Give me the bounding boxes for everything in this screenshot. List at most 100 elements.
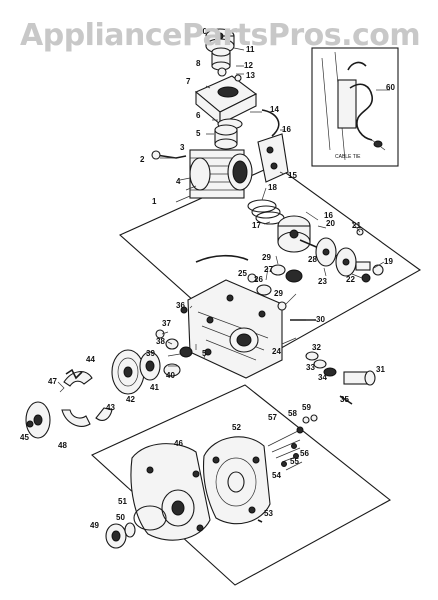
hardware-leaders xyxy=(267,429,303,471)
callout-51: 51 xyxy=(118,497,127,506)
callout-57: 57 xyxy=(268,413,277,422)
fuel-line-part xyxy=(195,254,249,263)
callout-1: 1 xyxy=(152,197,157,206)
callout-52: 52 xyxy=(232,423,241,432)
callout-54: 54 xyxy=(272,471,281,480)
callout-5b: 5 xyxy=(202,349,207,358)
seal-part-26 xyxy=(256,284,272,296)
callout-39: 39 xyxy=(146,349,155,358)
callout-7: 7 xyxy=(186,77,191,86)
callout-4: 4 xyxy=(176,177,181,186)
callout-10: 10 xyxy=(198,27,207,36)
callout-43: 43 xyxy=(106,403,115,412)
callout-38: 38 xyxy=(156,337,165,346)
bearing-part-34 xyxy=(323,367,337,377)
nut-part-55 xyxy=(291,443,297,449)
screw-part-5 xyxy=(204,348,212,356)
spark-plug-tip-icon xyxy=(151,150,161,160)
callout-59: 59 xyxy=(302,403,311,412)
callout-40: 40 xyxy=(166,371,175,380)
crankcase-part xyxy=(187,279,283,379)
callout-50: 50 xyxy=(116,513,125,522)
callout-30: 30 xyxy=(316,315,325,324)
callout-47: 47 xyxy=(48,377,57,386)
callout-26: 26 xyxy=(254,275,263,284)
callout-58: 58 xyxy=(288,409,297,418)
callout-2: 2 xyxy=(140,155,145,164)
cylinder-part xyxy=(189,149,253,199)
inset-caption: CABLE TIE xyxy=(335,154,361,160)
callout-31: 31 xyxy=(376,365,385,374)
washer-part-50 xyxy=(124,522,136,538)
screw-part-57 xyxy=(296,426,304,434)
callout-28: 28 xyxy=(308,255,317,264)
lower-assembly-plane xyxy=(91,384,391,586)
manifold-part xyxy=(214,124,238,150)
bearing-part-19 xyxy=(372,264,384,276)
clutch-plate-part xyxy=(25,401,51,439)
callout-21: 21 xyxy=(352,221,361,230)
callout-25: 25 xyxy=(238,269,247,278)
inset-box xyxy=(311,47,399,167)
bearing-part-39 xyxy=(179,346,193,358)
callout-22: 22 xyxy=(346,275,355,284)
spacer-part xyxy=(211,47,231,71)
screw-part-53 xyxy=(257,519,263,523)
drive-shaft-part xyxy=(339,370,376,405)
gear-part-40 xyxy=(163,363,181,377)
screw-part-59 xyxy=(310,414,318,422)
callout-53: 53 xyxy=(264,509,273,518)
clutch-shoes-part xyxy=(61,371,113,427)
callout-44: 44 xyxy=(86,355,95,364)
callout-14: 14 xyxy=(270,105,279,114)
washer-part-33 xyxy=(313,359,327,369)
callout-19: 19 xyxy=(384,257,393,266)
spring-part-47 xyxy=(57,381,65,393)
callout-32: 32 xyxy=(312,343,321,352)
sprocket-part xyxy=(139,351,161,381)
callout-13: 13 xyxy=(246,71,255,80)
fan-housing-part xyxy=(203,436,271,525)
callout-5: 5 xyxy=(196,129,201,138)
callout-29b: 29 xyxy=(274,289,283,298)
washer-part-32 xyxy=(305,351,319,361)
watermark-text: AppliancePartsPros.com xyxy=(20,18,421,53)
callout-49: 49 xyxy=(90,521,99,530)
ignition-module-part xyxy=(257,109,289,183)
screw-part-36 xyxy=(180,306,188,314)
nut-part-45 xyxy=(26,420,34,428)
piston-part xyxy=(277,215,311,253)
callout-15: 15 xyxy=(288,171,297,180)
callout-27: 27 xyxy=(264,265,273,274)
starter-housing-part xyxy=(130,443,211,541)
callout-16b: 16 xyxy=(324,211,333,220)
callout-45: 45 xyxy=(20,433,29,442)
clip-part-22 xyxy=(361,273,371,283)
callout-8: 8 xyxy=(196,59,201,68)
pulley-part xyxy=(105,523,127,549)
callout-12: 12 xyxy=(244,61,253,70)
bearing-part-28 xyxy=(285,269,303,283)
callout-56: 56 xyxy=(300,449,309,458)
callout-6: 6 xyxy=(196,111,201,120)
crankshaft-part xyxy=(299,237,371,277)
spring-part-44 xyxy=(65,368,83,380)
clutch-drum-part xyxy=(111,349,145,395)
bearing-part-27 xyxy=(270,264,286,276)
callout-11: 11 xyxy=(246,45,255,54)
callout-37: 37 xyxy=(162,319,171,328)
callout-48: 48 xyxy=(58,441,67,450)
nut-part-37 xyxy=(155,329,165,339)
callout-17: 17 xyxy=(252,221,261,230)
callout-36: 36 xyxy=(176,301,185,310)
callout-34: 34 xyxy=(318,373,327,382)
callout-33: 33 xyxy=(306,363,315,372)
callout-35: 35 xyxy=(340,395,349,404)
callout-3: 3 xyxy=(180,143,185,152)
callout-20: 20 xyxy=(326,219,335,228)
pin-part-29 xyxy=(277,301,287,311)
seal-ring-part-51 xyxy=(133,505,167,531)
carburetor-body-part xyxy=(194,67,258,126)
